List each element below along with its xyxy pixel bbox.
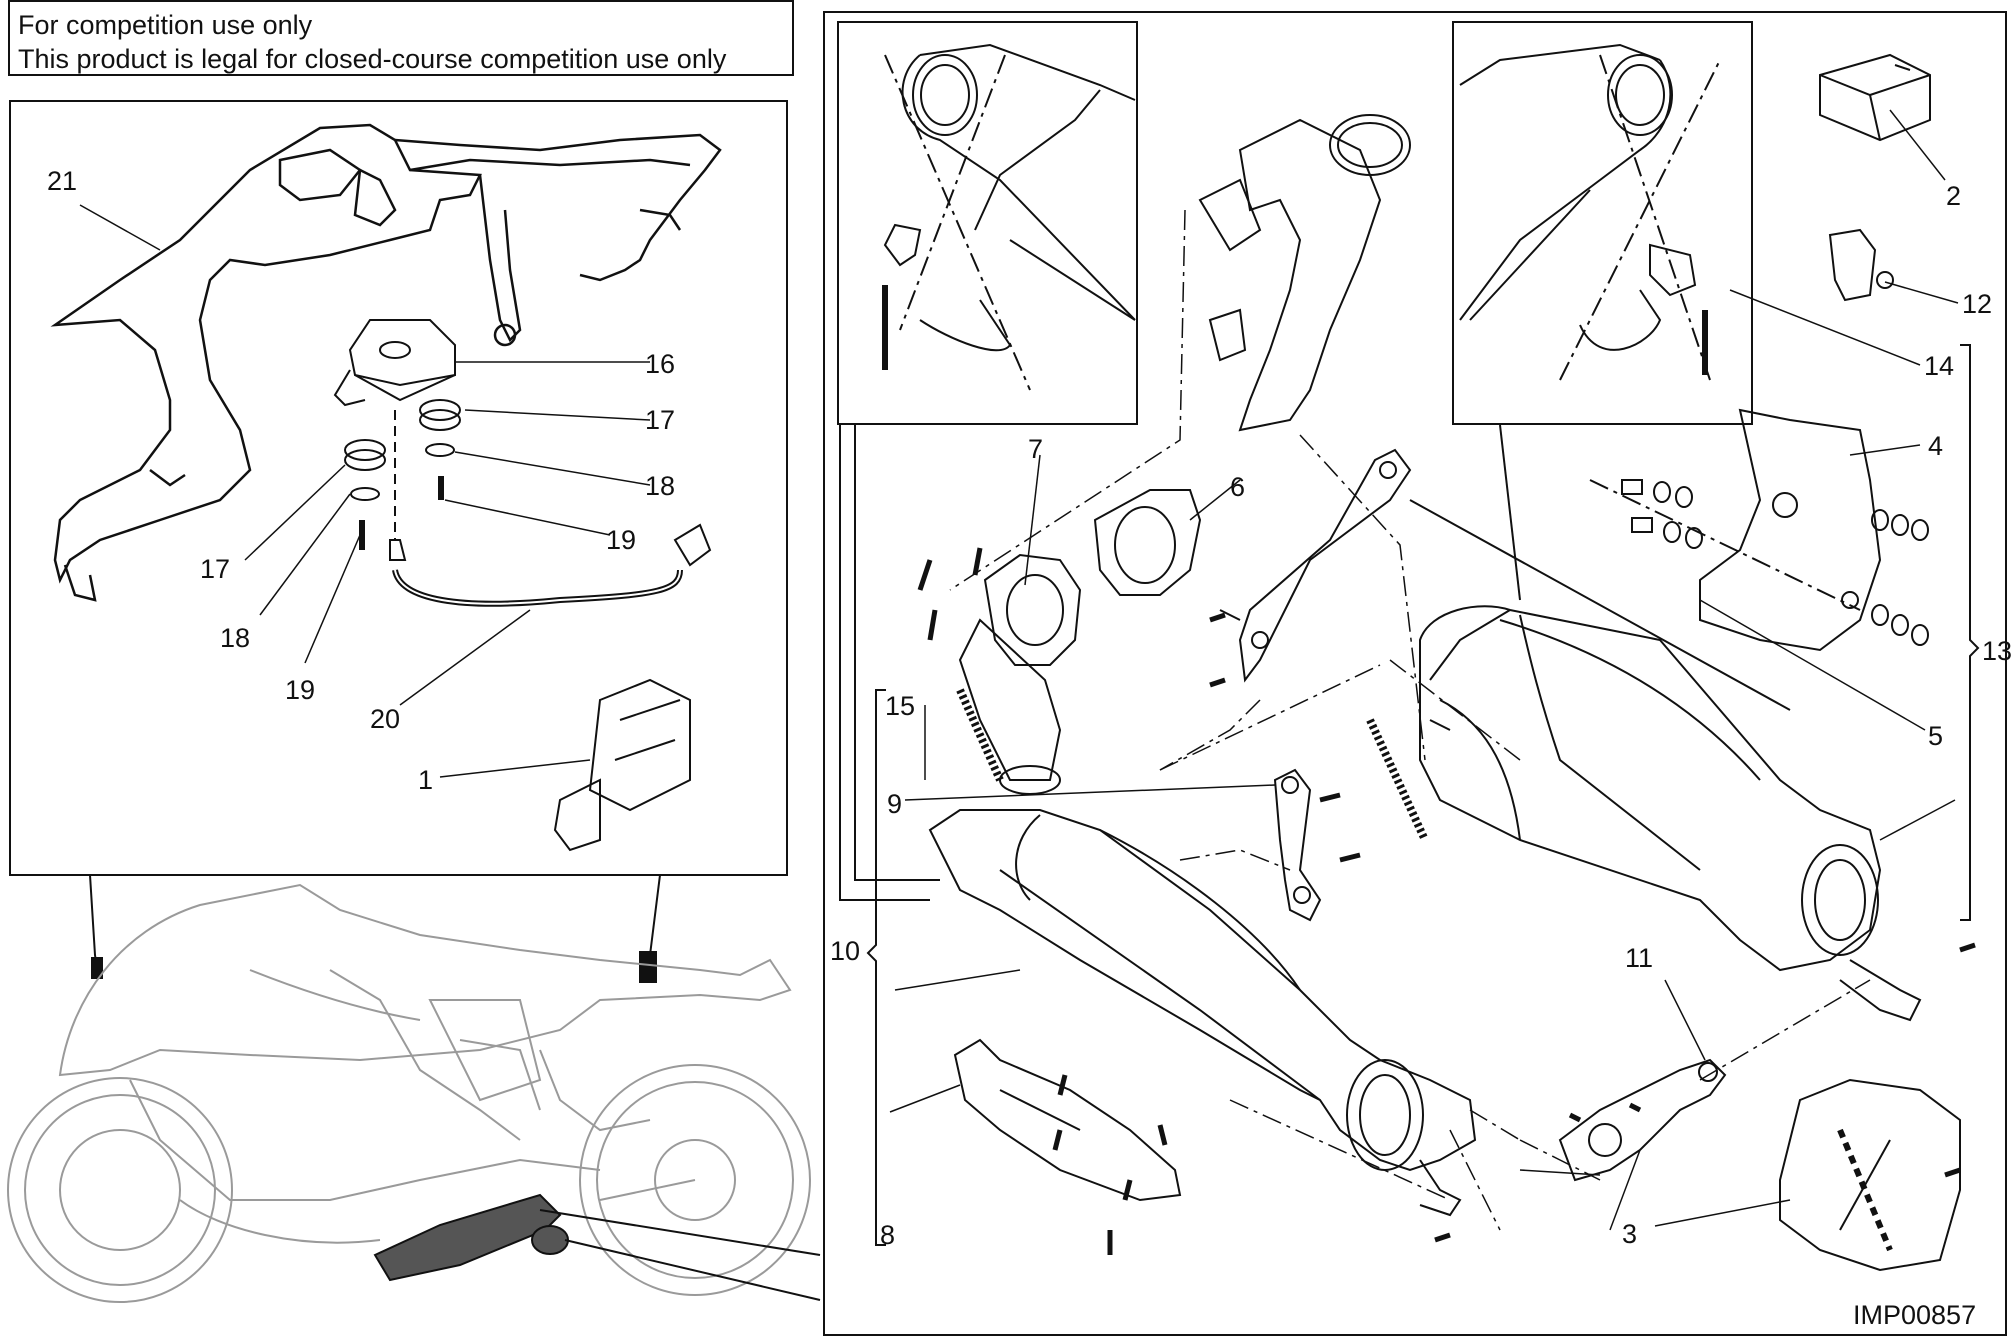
- connector-part-2: [1819, 53, 1931, 142]
- callout-18-left: 18: [220, 623, 250, 653]
- inset-left-frame: [837, 21, 1138, 425]
- springs: [956, 688, 1429, 842]
- left-detail-panel: 21 16 17 18 19 17 18 19 20 1: [9, 100, 788, 876]
- callout-3: 3: [1622, 1219, 1637, 1249]
- callout-11: 11: [1625, 943, 1653, 973]
- bracket-part-9: [1273, 768, 1322, 922]
- callout-17-left: 17: [200, 554, 230, 584]
- callout-13: 13: [1982, 636, 2012, 666]
- sensor-harness: [389, 410, 712, 607]
- left-callouts: 21 16 17 18 19 17 18 19 20 1: [47, 166, 675, 795]
- group-brackets: [866, 344, 1980, 1246]
- callout-4: 4: [1928, 431, 1943, 461]
- notice-line-1: For competition use only: [18, 10, 313, 40]
- left-silencer: [928, 809, 1477, 1217]
- right-main-panel: 2 12 14 4 13 5 6 7 15 9 10 11 8 3 IMP008…: [823, 11, 2012, 1336]
- inset-left-drawing: [882, 43, 1136, 391]
- assembly-lines: [949, 209, 1871, 1231]
- sensor-unit: [333, 319, 456, 407]
- callout-8: 8: [880, 1220, 895, 1250]
- motorcycle-overview: [7, 874, 811, 1303]
- callout-9: 9: [887, 789, 902, 819]
- shield-fasteners: [1589, 479, 1929, 646]
- callout-2: 2: [1946, 181, 1961, 211]
- left-panel-frame: [9, 100, 788, 876]
- notice-line-2: This product is legal for closed-course …: [18, 44, 727, 74]
- bracket-part-5: [1219, 448, 1791, 711]
- gasket-part-7: [958, 553, 1082, 795]
- bracket-part-11: [1558, 1058, 1727, 1182]
- inset-connectors: [839, 424, 1521, 901]
- grommets-and-screws: [344, 399, 461, 550]
- competition-notice: For competition use only This product is…: [8, 0, 794, 76]
- callout-20: 20: [370, 704, 400, 734]
- callout-1: 1: [418, 765, 433, 795]
- callout-6: 6: [1230, 472, 1245, 502]
- right-silencer: [1419, 605, 1922, 1022]
- gasket-part-6: [1093, 489, 1202, 596]
- header-pipe: [1198, 114, 1411, 432]
- bolts: [917, 547, 1976, 1255]
- sensor-part-12: [1828, 228, 1894, 302]
- image-reference-code: IMP00857: [1853, 1300, 1976, 1330]
- callout-12: 12: [1962, 289, 1992, 319]
- right-panel-frame: [823, 11, 2007, 1336]
- exhaust-highlight: [373, 1193, 821, 1301]
- heat-shield-3: [1779, 1078, 1961, 1272]
- connector-plug: [553, 678, 691, 852]
- callout-15: 15: [885, 691, 915, 721]
- callout-17-right: 17: [645, 405, 675, 435]
- heat-shield-8: [953, 1038, 1182, 1202]
- right-callouts: 2 12 14 4 13 5 6 7 15 9 10 11 8 3 IMP008…: [830, 181, 2012, 1330]
- callout-10: 10: [830, 936, 860, 966]
- callout-7: 7: [1028, 434, 1043, 464]
- callout-18-right: 18: [645, 471, 675, 501]
- right-leader-lines: [889, 109, 1959, 1231]
- callout-5: 5: [1928, 721, 1943, 751]
- callout-16: 16: [645, 349, 675, 379]
- inset-right-drawing: [1459, 43, 1721, 381]
- callout-19-left: 19: [285, 675, 315, 705]
- fairing-support-bracket: [50, 123, 722, 602]
- callout-21: 21: [47, 166, 77, 196]
- left-leader-lines: [79, 204, 651, 778]
- callout-14: 14: [1924, 351, 1954, 381]
- callout-19-right: 19: [606, 525, 636, 555]
- inset-right-frame: [1452, 21, 1753, 425]
- heat-shield-4: [1699, 408, 1882, 652]
